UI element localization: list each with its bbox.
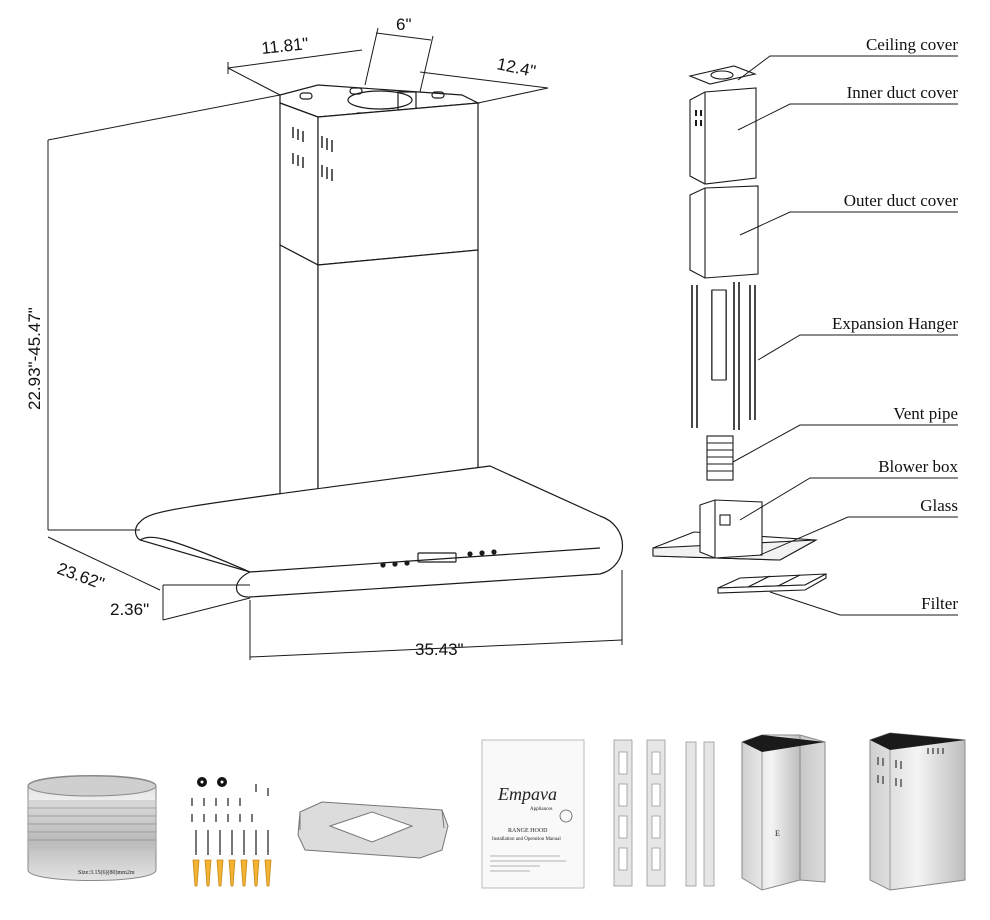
accessory-mounting-bracket <box>297 801 449 859</box>
accessory-vent-pipe: Size:3.15(6)(80)mm2m <box>27 775 157 881</box>
manual-brand: Empava <box>497 784 557 804</box>
accessory-chimney-vented <box>869 732 966 891</box>
accessory-screws <box>191 777 272 887</box>
dimension-lines <box>47 27 623 660</box>
inner-duct-cover-part <box>689 87 757 185</box>
expansion-hanger-part <box>691 282 756 430</box>
vent-pipe-part <box>706 435 734 481</box>
label-expansion-hanger: Expansion Hanger <box>832 314 958 333</box>
part-leader-lines <box>732 55 958 616</box>
label-ceiling-cover: Ceiling cover <box>866 35 958 54</box>
accessory-hanger-strips <box>613 739 715 887</box>
label-outer-duct-cover: Outer duct cover <box>844 191 959 210</box>
manual-title: RANGE HOOD <box>508 828 548 834</box>
label-glass: Glass <box>920 496 958 515</box>
chimney-logo: E <box>775 829 780 838</box>
dim-top-width: 11.81" <box>260 34 309 58</box>
dim-height-range: 22.93"-45.47" <box>25 307 44 410</box>
outer-duct-cover-part <box>689 185 759 279</box>
accessory-chimney-front: E <box>741 734 826 891</box>
accessory-manual: Empava Appliances RANGE HOOD Installatio… <box>481 739 585 889</box>
exploded-parts <box>652 65 827 594</box>
vent-pipe-size-tag: Size:3.15(6)(80)mm2m <box>78 869 135 876</box>
label-blower-box: Blower box <box>878 457 958 476</box>
manual-brand-sub: Appliances <box>530 807 553 812</box>
label-filter: Filter <box>921 594 958 613</box>
dim-duct-opening: 6" <box>396 15 412 34</box>
blower-box-part <box>699 499 763 559</box>
label-inner-duct-cover: Inner duct cover <box>847 83 959 102</box>
dim-canopy-thickness: 2.36" <box>110 600 149 619</box>
manual-subtitle: Installation and Operation Manual <box>492 837 561 842</box>
range-hood-drawing <box>134 84 623 598</box>
dim-canopy-depth: 23.62" <box>55 559 107 593</box>
dim-canopy-width: 35.43" <box>415 640 464 659</box>
dim-top-depth: 12.4" <box>495 54 537 81</box>
label-vent-pipe: Vent pipe <box>893 404 958 423</box>
filter-part <box>717 573 827 594</box>
ceiling-cover-part <box>688 65 757 85</box>
